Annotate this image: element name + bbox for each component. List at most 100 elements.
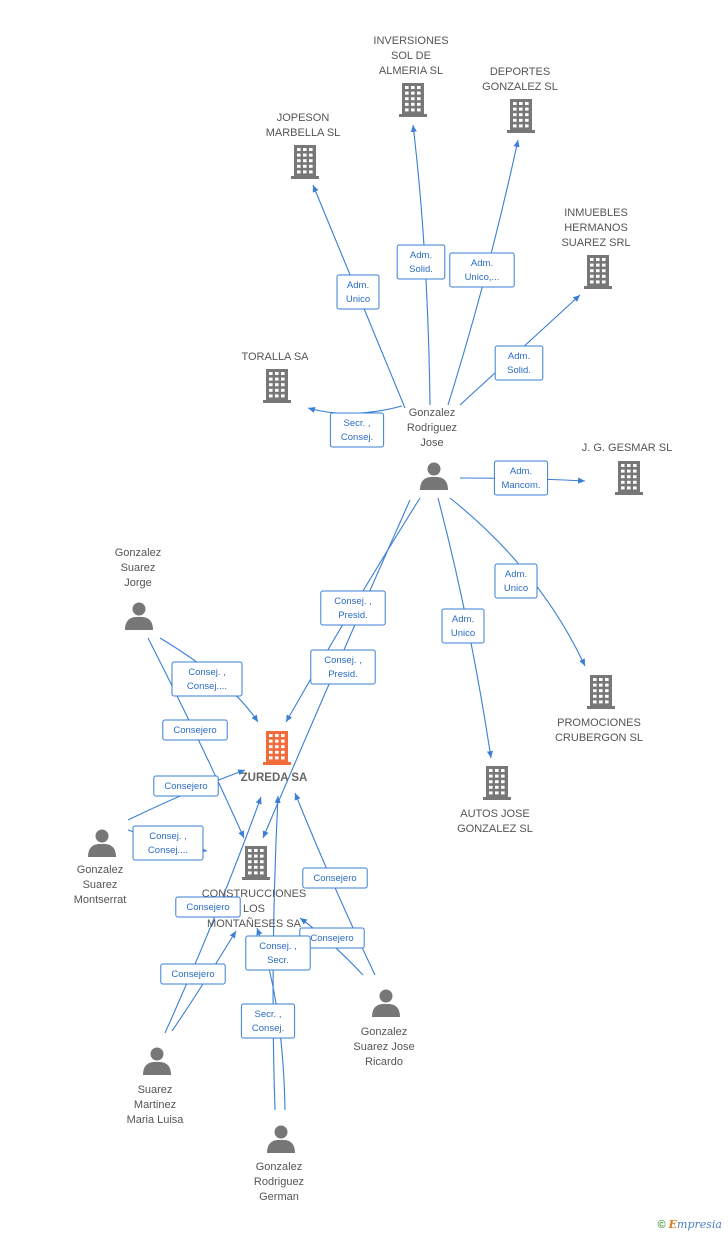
node-label: INVERSIONES: [373, 35, 448, 47]
node-label: J. G. GESMAR SL: [582, 442, 672, 454]
node-label: German: [259, 1191, 299, 1203]
role-text: Consej.: [252, 1023, 284, 1034]
role-box: [245, 935, 311, 971]
role-text: Consejero: [164, 781, 207, 792]
role-text: Consejero: [171, 969, 214, 980]
node-zureda[interactable]: ZUREDA SA: [241, 731, 308, 784]
role-text: Consej. ,: [149, 831, 187, 842]
building-icon: [242, 846, 270, 880]
node-label: Gonzalez: [256, 1161, 302, 1173]
building-icon: [263, 369, 291, 403]
node-label: PROMOCIONES: [557, 717, 641, 729]
role-box: [310, 649, 376, 685]
node-label: MONTAÑESES SA: [207, 917, 302, 930]
node-label: Suarez Jose: [353, 1041, 414, 1053]
node-label: Suarez: [121, 562, 156, 574]
role-text: Consej. ,: [334, 596, 372, 607]
role-text: Consej. ,: [188, 667, 226, 678]
node-label: GONZALEZ SL: [482, 81, 558, 93]
node-deportes[interactable]: DEPORTES GONZALEZ SL: [482, 66, 558, 133]
node-label: GONZALEZ SL: [457, 823, 533, 835]
role-label[interactable]: Adm. Solid.: [494, 345, 544, 381]
role-label[interactable]: Adm.Solid.: [396, 244, 446, 280]
building-icon: [507, 99, 535, 133]
role-label[interactable]: Consej. ,Presid.: [310, 649, 376, 685]
node-toralla[interactable]: TORALLA SA: [241, 351, 309, 403]
role-label[interactable]: Consejero: [160, 963, 226, 985]
role-text: Adm.: [505, 569, 527, 580]
role-box: [329, 412, 385, 448]
role-label[interactable]: Consej. ,Presid.: [320, 590, 386, 626]
node-label: TORALLA SA: [241, 351, 309, 363]
role-label[interactable]: Consejero: [162, 719, 228, 741]
building-icon: [291, 145, 319, 179]
node-autos[interactable]: AUTOS JOSE GONZALEZ SL: [457, 766, 533, 835]
role-label[interactable]: Consejero: [302, 867, 368, 889]
role-label[interactable]: Consej. ,Secr.: [245, 935, 311, 971]
node-label: Suarez: [83, 879, 118, 891]
role-label[interactable]: Secr. , Consej.: [329, 412, 385, 448]
role-text: Adm.: [508, 351, 530, 362]
node-label: Gonzalez: [115, 547, 161, 559]
role-box: [175, 896, 241, 918]
role-text: Consej....: [148, 845, 188, 856]
node-jgesmar[interactable]: J. G. GESMAR SL: [582, 442, 672, 495]
role-text: Adm.: [347, 280, 369, 291]
node-promociones[interactable]: PROMOCIONES CRUBERGON SL: [555, 675, 643, 744]
role-text: Adm.: [410, 250, 432, 261]
node-label: Montserrat: [74, 894, 127, 906]
role-label[interactable]: Adm.Mancom.: [493, 460, 549, 496]
role-box: [449, 252, 515, 288]
person-icon: [88, 829, 116, 857]
role-label[interactable]: Adm.Unico: [441, 608, 485, 644]
role-box: [494, 345, 544, 381]
node-label: SOL DE: [391, 50, 431, 62]
building-icon: [263, 731, 291, 765]
person-icon: [125, 602, 153, 630]
building-icon: [399, 83, 427, 117]
role-label[interactable]: Consejero: [153, 775, 219, 797]
role-text: Unico: [346, 294, 370, 305]
building-icon: [483, 766, 511, 800]
role-label[interactable]: Adm.Unico: [494, 563, 538, 599]
role-text: Solid.: [507, 365, 531, 376]
roles-layer: Adm.UnicoAdm.Solid.Adm.Unico,...Adm.Soli…: [132, 244, 549, 1039]
role-box: [494, 563, 538, 599]
role-box: [493, 460, 549, 496]
role-box: [441, 608, 485, 644]
role-label[interactable]: Secr. , Consej.: [240, 1003, 296, 1039]
person-icon: [372, 989, 400, 1017]
role-label[interactable]: Consej. ,Consej....: [171, 661, 243, 697]
role-text: Secr. ,: [255, 1009, 282, 1020]
role-label[interactable]: Adm. Unico: [336, 274, 380, 310]
role-box: [240, 1003, 296, 1039]
role-label[interactable]: Consej. , Consej....: [132, 825, 204, 861]
node-label: DEPORTES: [490, 66, 550, 78]
building-icon: [615, 461, 643, 495]
role-label[interactable]: Adm.Unico,...: [449, 252, 515, 288]
role-box: [302, 867, 368, 889]
node-label: CRUBERGON SL: [555, 732, 643, 744]
role-text: Unico,...: [465, 272, 500, 283]
node-label: HERMANOS: [564, 222, 628, 234]
role-text: Secr. ,: [344, 418, 371, 429]
node-label: MARBELLA SL: [266, 127, 341, 139]
role-box: [336, 274, 380, 310]
role-text: Consej.: [341, 432, 373, 443]
role-label[interactable]: Consejero: [175, 896, 241, 918]
node-label: Ricardo: [365, 1056, 403, 1068]
person-icon: [267, 1125, 295, 1153]
node-label: AUTOS JOSE: [460, 808, 529, 820]
